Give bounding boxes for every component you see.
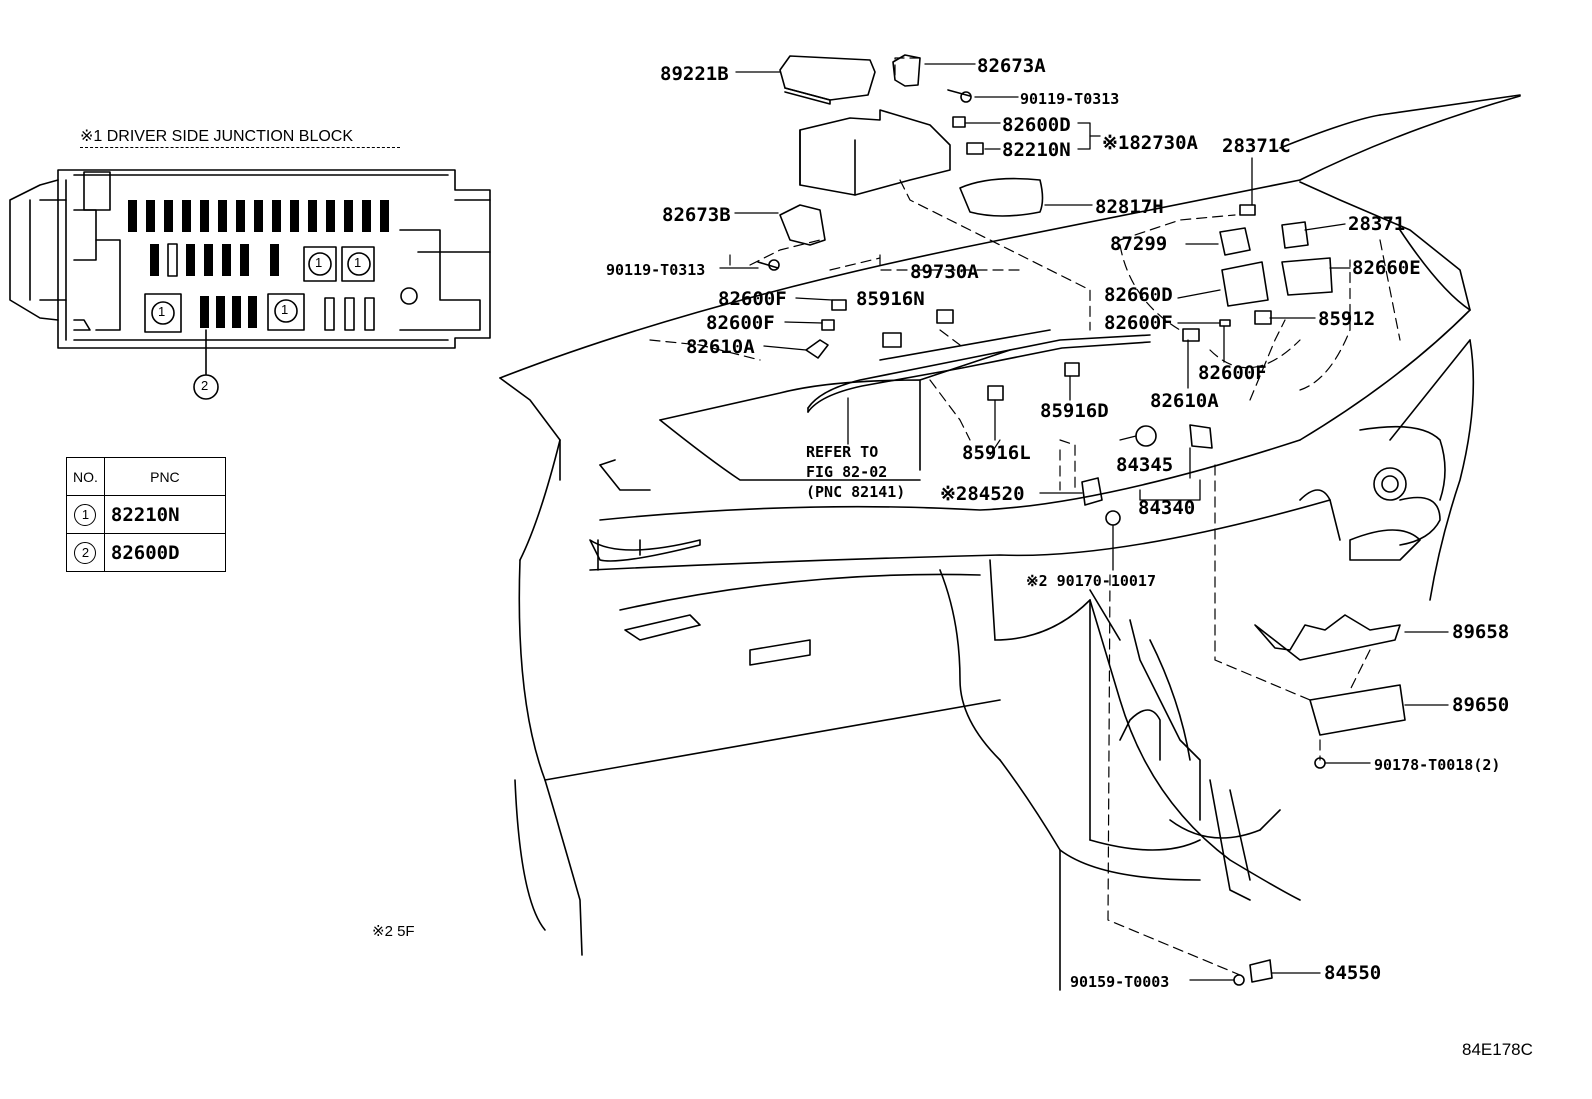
callout-number-2: 2 bbox=[201, 378, 209, 393]
part-label-84550: 84550 bbox=[1324, 962, 1382, 984]
part-label-82660E: 82660E bbox=[1352, 257, 1421, 279]
part-label-87299: 87299 bbox=[1110, 233, 1168, 255]
callout-number-1: 1 bbox=[354, 255, 362, 270]
junction-block-drawing bbox=[9, 169, 491, 375]
junction-block-title-underline bbox=[80, 147, 400, 148]
part-label-85916L: 85916L bbox=[962, 442, 1031, 464]
part-label-82600F: 82600F bbox=[706, 312, 775, 334]
instrument-panel-drawing bbox=[499, 94, 1521, 991]
part-label-82673A: 82673A bbox=[977, 55, 1046, 77]
row-pnc: 82600D bbox=[103, 533, 226, 572]
part-label-84345: 84345 bbox=[1116, 454, 1174, 476]
table-row: 2 82600D bbox=[66, 533, 226, 572]
row-number-circle: 2 bbox=[74, 541, 97, 564]
part-label-82600F: 82600F bbox=[1104, 312, 1173, 334]
part-label-82817H: 82817H bbox=[1095, 196, 1164, 218]
part-label-90178: 90178-T0018(2) bbox=[1374, 756, 1501, 774]
junction-block-title: ※1 DRIVER SIDE JUNCTION BLOCK bbox=[80, 128, 354, 145]
part-label-82660D: 82660D bbox=[1104, 284, 1173, 306]
table-row: 1 82210N bbox=[66, 495, 226, 534]
callout-number-1: 1 bbox=[315, 255, 323, 270]
part-label-85912: 85912 bbox=[1318, 308, 1376, 330]
figure-id: 84E178C bbox=[1462, 1040, 1533, 1059]
part-label-89730A: 89730A bbox=[910, 261, 979, 283]
part-label-82600D: 82600D bbox=[1002, 114, 1071, 136]
part-label-82610A: 82610A bbox=[686, 336, 755, 358]
header-no: NO. bbox=[66, 457, 105, 496]
part-label-82600F: 82600F bbox=[718, 288, 787, 310]
part-label-85916N: 85916N bbox=[856, 288, 925, 310]
row-number: 2 bbox=[66, 533, 105, 572]
part-label-89658: 89658 bbox=[1452, 621, 1510, 643]
wire-harness-drawing bbox=[807, 329, 1151, 413]
part-label-84520: ※284520 bbox=[940, 483, 1025, 505]
callout-number-1: 1 bbox=[281, 302, 289, 317]
callout-number-1: 1 bbox=[158, 304, 166, 319]
part-label-28371C: 28371C bbox=[1222, 135, 1291, 157]
row-number-circle: 1 bbox=[74, 503, 97, 526]
component-drawings bbox=[757, 54, 1406, 986]
part-label-82600F: 82600F bbox=[1198, 362, 1267, 384]
part-label-90159: 90159-T0003 bbox=[1070, 973, 1170, 991]
part-label-82730A: ※182730A bbox=[1102, 132, 1198, 154]
part-label-89221B: 89221B bbox=[660, 63, 729, 85]
part-label-28371: 28371 bbox=[1348, 213, 1406, 235]
row-number: 1 bbox=[66, 495, 105, 534]
part-label-82610A: 82610A bbox=[1150, 390, 1219, 412]
refer-note-line-1: REFER TO bbox=[806, 443, 879, 461]
pnc-table: NO. PNC 1 82210N 2 82600D bbox=[66, 457, 226, 572]
part-label-85916D: 85916D bbox=[1040, 400, 1109, 422]
part-label-90170: ※2 90170-10017 bbox=[1026, 572, 1156, 590]
refer-note-line-2: FIG 82-02 bbox=[806, 463, 888, 481]
part-label-82673B: 82673B bbox=[662, 204, 731, 226]
dashed-guide-lines bbox=[649, 57, 1401, 976]
part-label-84340: 84340 bbox=[1138, 497, 1196, 519]
callout-circle-2 bbox=[193, 374, 219, 400]
leader-lines bbox=[719, 63, 1449, 981]
part-label-90119-left: 90119-T0313 bbox=[606, 261, 706, 279]
part-label-90119-top: 90119-T0313 bbox=[1020, 90, 1120, 108]
pnc-table-header: NO. PNC bbox=[66, 457, 226, 496]
part-label-89650: 89650 bbox=[1452, 694, 1510, 716]
footnote: ※2 5F bbox=[372, 923, 415, 940]
header-pnc: PNC bbox=[103, 457, 226, 496]
row-pnc: 82210N bbox=[103, 495, 226, 534]
part-label-82210N: 82210N bbox=[1002, 139, 1071, 161]
refer-note-line-3: (PNC 82141) bbox=[806, 483, 906, 501]
